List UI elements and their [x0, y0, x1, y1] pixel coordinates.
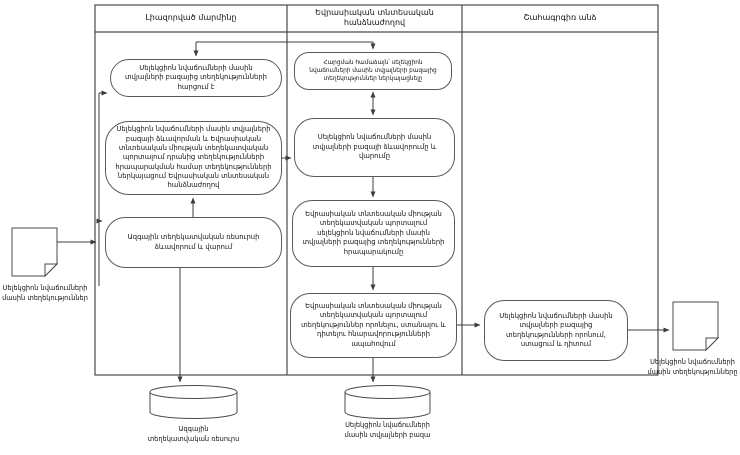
process-form-maintain-database: Սելեկցիոն նվաճումների մասին տվյալների բա… — [294, 118, 455, 177]
document-fold-corner — [705, 337, 720, 352]
process-request-info-from-db: Սելեկցիոն նվաճումների մասին տվյալների բա… — [110, 59, 282, 97]
database-national-label: Ազգային տեղեկատվական ռեսուրս — [147, 425, 240, 443]
document-fold-corner — [44, 263, 59, 278]
lane-header-authorized-body: Լիազորված մարմինը — [145, 13, 237, 22]
lane-header-eurasian-commission: Եվրասիական տնտեսական հանձնաժողով — [315, 8, 434, 27]
process-search-receive-view: Սելեկցիոն նվաճումների մասին տվյալների բա… — [484, 300, 628, 361]
cylinder-body — [344, 392, 431, 419]
database-national-icon — [149, 385, 238, 419]
document-input-label: Սելեկցիոն նվաճումների մասին տեղեկություն… — [2, 284, 88, 302]
database-selection-label: Սելեկցիոն նվաճումների մասին տվյալների բա… — [344, 421, 431, 439]
swimlane-frame — [94, 4, 659, 376]
cylinder-body — [149, 392, 238, 419]
document-output-icon — [672, 301, 720, 352]
document-input-icon — [11, 227, 59, 278]
process-publish-on-portal: Եվրասիական տնտեսական միության տեղեկատվակ… — [292, 200, 455, 267]
database-selection-icon — [344, 385, 431, 419]
document-output-label: Սելեկցիոն նվաճումների մասին տեղեկություն… — [647, 358, 738, 376]
process-provide-info-on-request: Հարցման համաձայն՝ սելեկցիոն նվաճումների … — [294, 52, 452, 90]
process-submit-info-to-commission: Սելեկցիոն նվաճումների մասին տվյալների բա… — [105, 121, 282, 195]
lane-header-interested-person: Շահագրգիռ անձ — [523, 13, 597, 22]
frame-border — [94, 4, 659, 376]
process-provide-search-capabilities: Եվրասիական տնտեսական միության տեղեկատվակ… — [290, 293, 457, 358]
process-maintain-national-resource: Ազգային տեղեկատվական ռեսուրսի ձևավորում … — [105, 217, 282, 268]
flow-arrows — [57, 41, 670, 383]
cylinder-top — [149, 385, 238, 399]
cylinder-top — [344, 385, 431, 399]
